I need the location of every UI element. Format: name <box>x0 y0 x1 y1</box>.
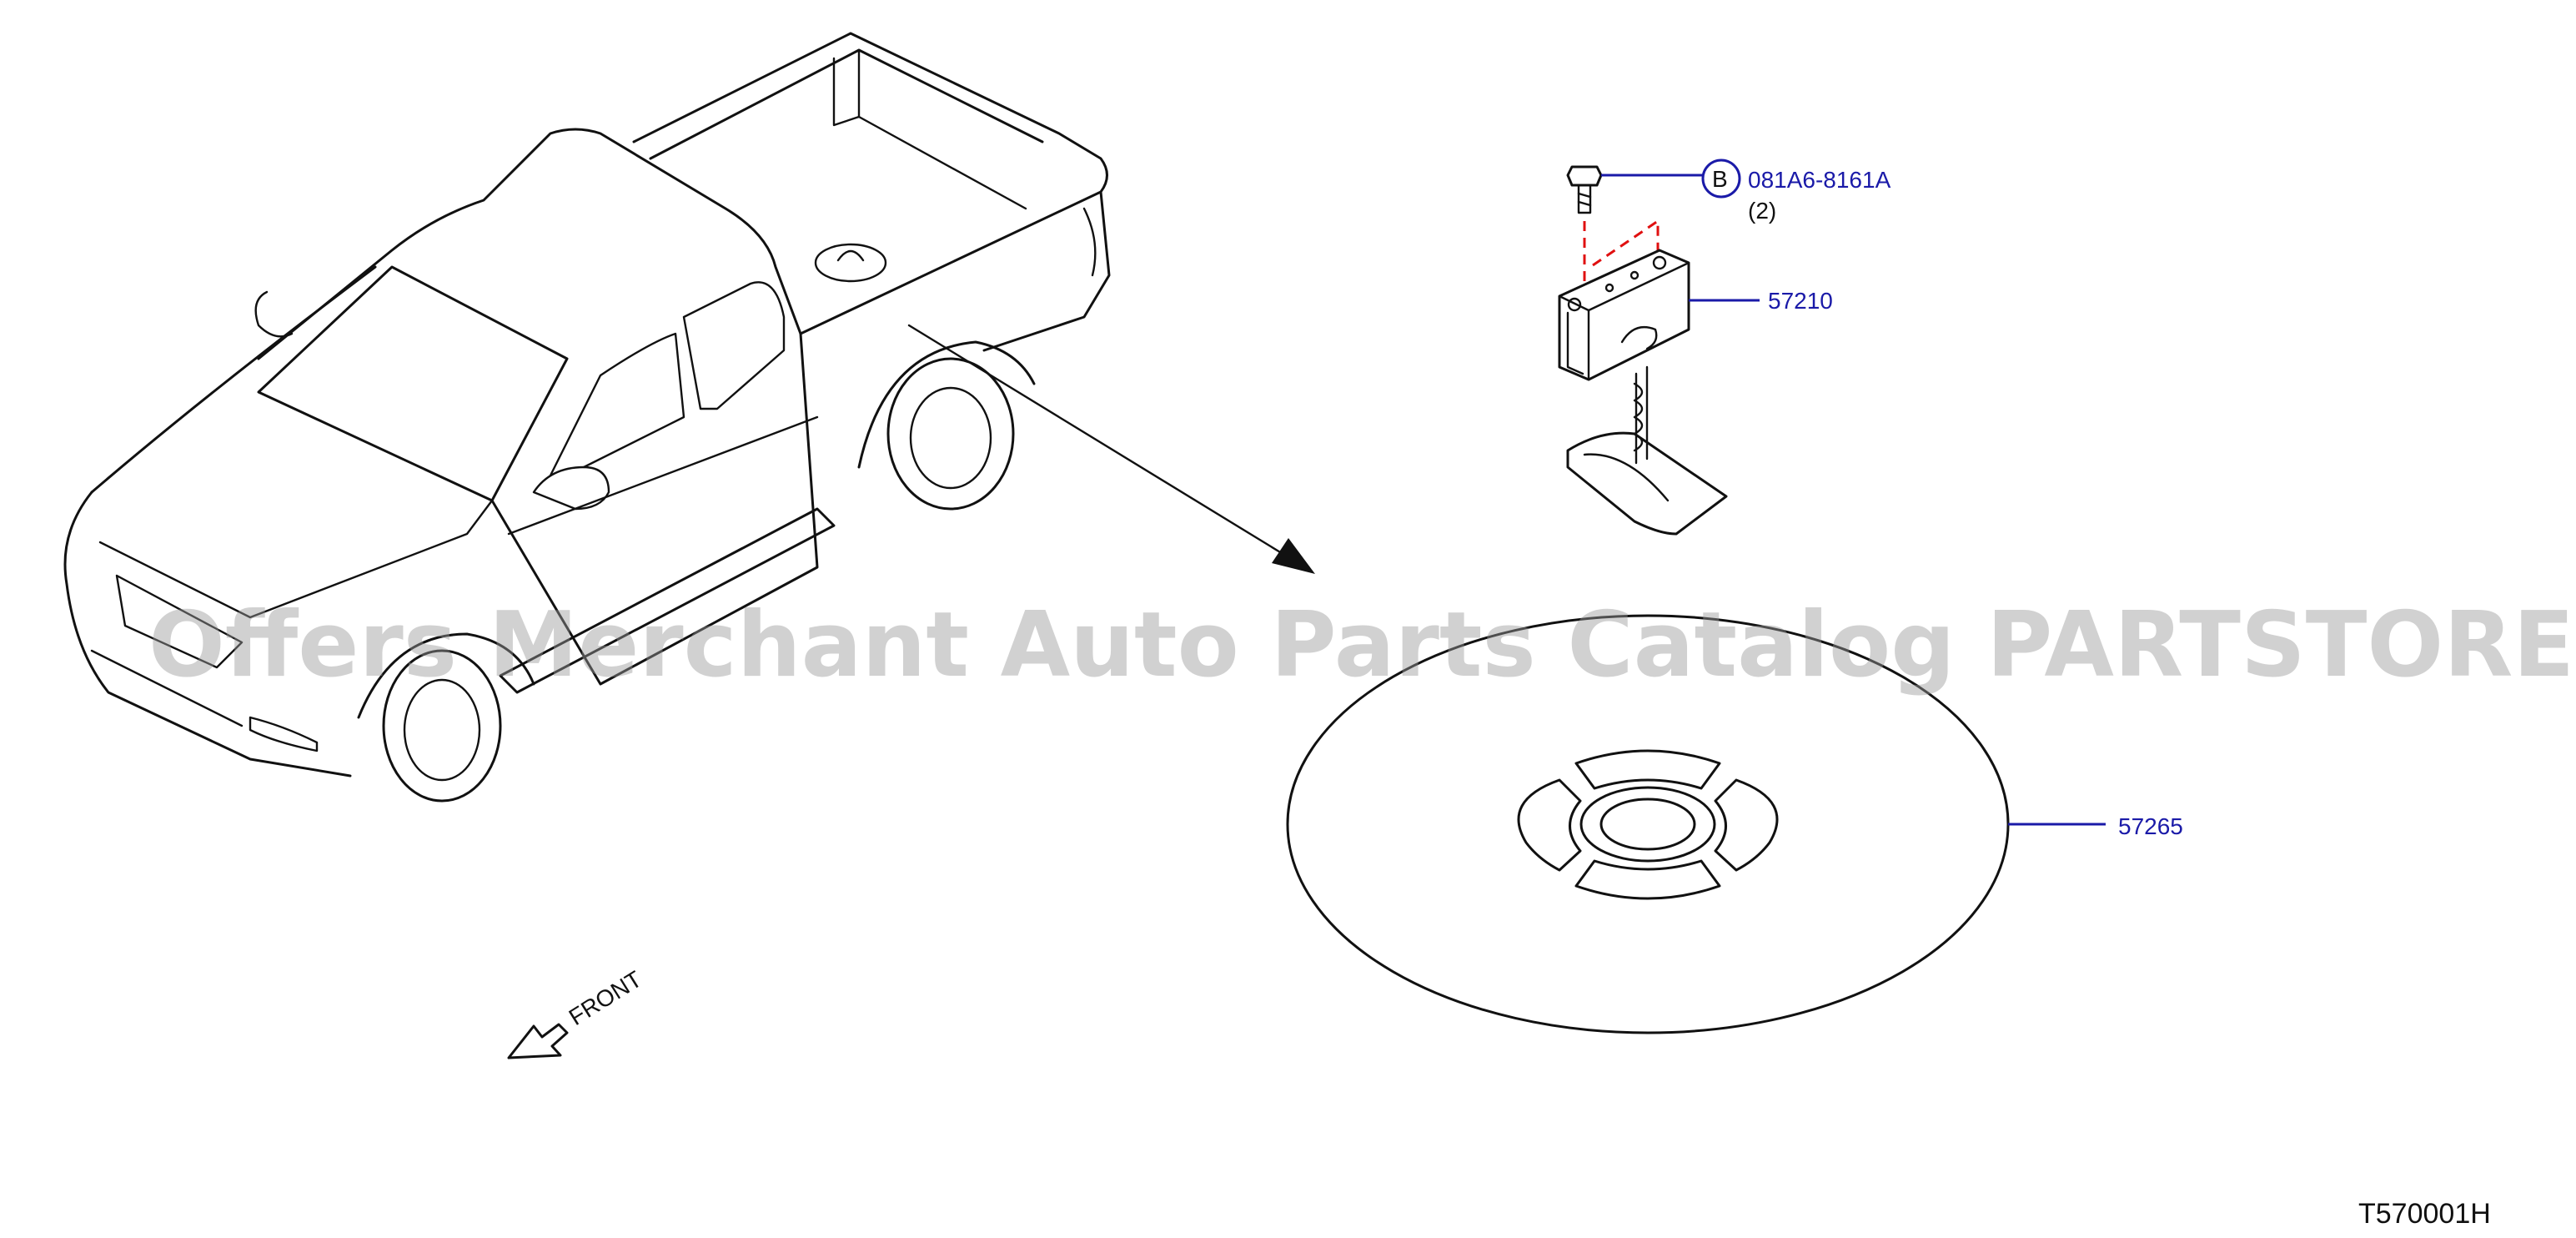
location-arrow <box>907 324 1315 574</box>
front-wheel <box>382 649 502 803</box>
watermark-text: Offers Merchant Auto Parts Catalog PARTS… <box>148 593 2576 697</box>
install-lines <box>1583 219 1660 288</box>
front-label: FRONT <box>565 966 646 1030</box>
bolt-part <box>1566 165 1603 214</box>
tire-part-number: 57265 <box>2118 813 2183 839</box>
diagram-code: T570001H <box>2358 1198 2491 1230</box>
spare-tire-hanger-part <box>1558 249 1728 536</box>
hanger-part-number: 57210 <box>1768 288 1833 314</box>
bolt-part-number: 081A6-8161A <box>1748 167 1891 193</box>
front-arrow-icon <box>507 1023 569 1059</box>
bolt-circle-letter: B <box>1712 166 1728 192</box>
rear-wheel <box>886 357 1015 511</box>
bed-plug <box>814 243 887 283</box>
bolt-callout-circle <box>1701 159 1741 199</box>
bolt-quantity: (2) <box>1748 198 1776 224</box>
pickup-truck-illustration <box>63 32 1111 803</box>
